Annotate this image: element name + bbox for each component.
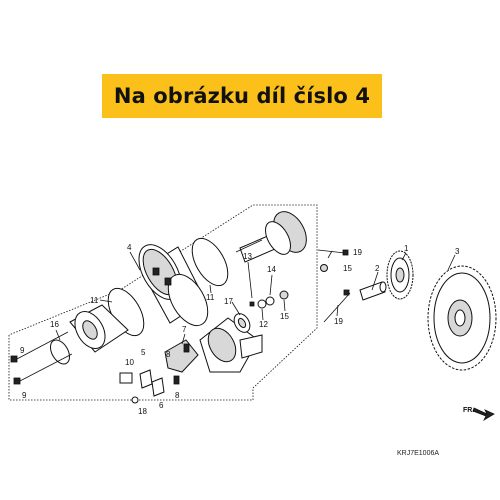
front-arrow-icon [472, 407, 495, 422]
front-direction-label: FR. [463, 407, 474, 414]
callout-1: 1 [404, 244, 409, 253]
part-8-spring-lower [173, 375, 180, 385]
part-10-insulator [119, 372, 133, 384]
callout-9a: 9 [20, 346, 25, 355]
callout-8b: 8 [175, 391, 180, 400]
assembly-frame [8, 204, 318, 401]
callout-19a: 19 [353, 248, 362, 257]
callout-7: 7 [182, 325, 187, 334]
callout-16: 16 [50, 320, 59, 329]
callout-11a: 11 [90, 296, 99, 305]
part-4-motor-yoke [138, 244, 209, 327]
callout-14: 14 [267, 265, 276, 274]
banner-text: Na obrázku díl číslo 4 [113, 84, 371, 108]
armature-shaft [235, 211, 307, 263]
callout-8a: 8 [166, 350, 171, 359]
callout-11b: 11 [206, 293, 215, 302]
part-14-collar [265, 296, 275, 306]
callout-6: 6 [159, 401, 164, 410]
callout-18: 18 [138, 407, 147, 416]
part-16-front-cover [69, 304, 129, 353]
part-9-bolts [10, 331, 73, 385]
callout-19b: 19 [334, 317, 343, 326]
callout-9b: 9 [22, 391, 27, 400]
callout-2: 2 [375, 264, 380, 273]
part-15-nut-upper [320, 264, 328, 272]
front-direction-indicator: FR. [463, 407, 495, 422]
callout-13: 13 [243, 252, 252, 261]
part-6-terminal [151, 377, 165, 397]
part-2-shaft [359, 281, 387, 301]
callout-12: 12 [259, 320, 268, 329]
part-13-pin [249, 301, 255, 307]
callout-5: 5 [141, 348, 146, 357]
callout-15a: 15 [343, 264, 352, 273]
part-17-pinion [233, 313, 251, 333]
callout-17: 17 [224, 297, 233, 306]
leader-lines [55, 250, 456, 345]
part-12-washer [257, 299, 267, 309]
part-1-reduction-gear [386, 250, 414, 300]
callout-15b: 15 [280, 312, 289, 321]
part-5-terminal [139, 369, 153, 389]
callout-10: 10 [125, 358, 134, 367]
part-3-starter-driven-gear [427, 265, 497, 371]
callout-4: 4 [127, 243, 132, 252]
diagram-code: KRJ7E1006A [397, 450, 439, 457]
part-7-rear-housing [199, 317, 263, 373]
part-8-spring-upper [183, 343, 190, 353]
part-18-nut [131, 396, 139, 404]
callout-labels: 1 2 3 4 5 6 7 8 8 9 9 10 11 11 12 13 14 … [20, 243, 460, 416]
part-15-nut-lower [279, 290, 289, 300]
part-19-bolts [317, 249, 351, 323]
part-number-banner: Na obrázku díl číslo 4 [102, 74, 382, 118]
part-11-o-ring-right [191, 237, 229, 287]
callout-3: 3 [455, 247, 460, 256]
